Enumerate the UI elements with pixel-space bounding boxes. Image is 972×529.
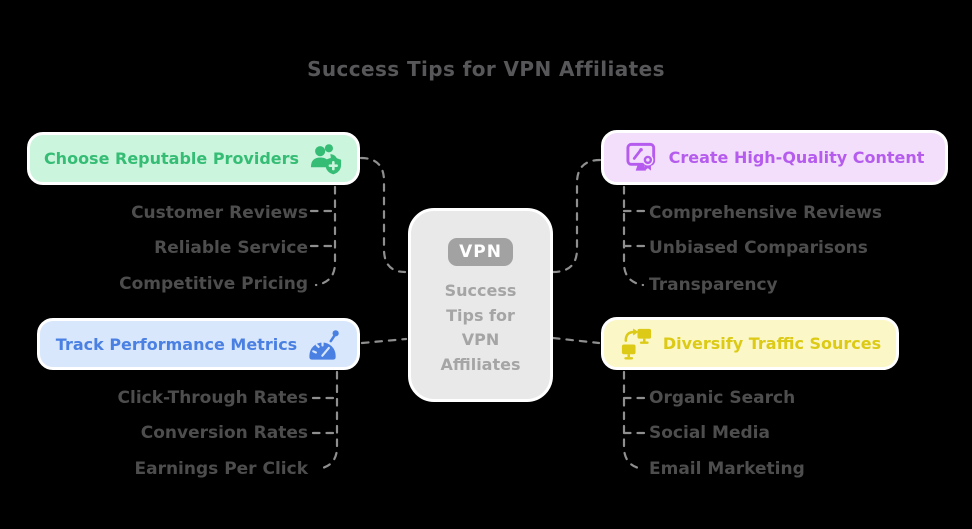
branch-node-diversify-traffic-sources: Diversify Traffic Sources: [601, 317, 899, 370]
sub-item-organic-search: Organic Search: [649, 388, 796, 408]
sub-item-conversion-rates: Conversion Rates: [140, 423, 308, 443]
page-title: Success Tips for VPN Affiliates: [307, 57, 665, 81]
connector-traffic-subtree: [622, 370, 645, 471]
user-group-shield-plus-icon: [310, 144, 342, 175]
connector-metrics-to-center: [360, 337, 408, 345]
sub-item-transparency: Transparency: [649, 275, 778, 295]
connector-metrics-subtree: [316, 370, 339, 471]
branch-label: Choose Reputable Providers: [43, 149, 300, 168]
branch-node-track-performance-metrics: Track Performance Metrics: [37, 318, 360, 370]
sub-item-comprehensive-reviews: Comprehensive Reviews: [649, 203, 883, 223]
monitor-pen-award-icon: [626, 142, 655, 171]
branch-label: Track Performance Metrics: [55, 334, 298, 354]
center-title-line-2: Tips for: [446, 305, 515, 325]
gauge-icon: [309, 329, 339, 360]
connector-traffic-to-center: [551, 336, 601, 345]
center-node: VPN Success Tips for VPN Affiliates: [408, 208, 553, 402]
sub-item-email-marketing: Email Marketing: [649, 459, 805, 479]
center-title-line-1: Success: [444, 281, 517, 300]
branch-label: Create High-Quality Content: [668, 148, 925, 167]
connector-content-subtree: [622, 185, 645, 287]
sub-item-customer-reviews: Customer Reviews: [131, 203, 308, 223]
dual-monitors-sync-icon: [621, 328, 651, 360]
sub-item-competitive-pricing: Competitive Pricing: [119, 274, 308, 294]
connector-content-to-center: [551, 158, 602, 274]
sub-item-unbiased-comparisons: Unbiased Comparisons: [649, 238, 868, 258]
connector-providers-to-center: [359, 156, 407, 274]
center-title-line-3: VPN: [461, 330, 500, 349]
branch-label: Diversify Traffic Sources: [662, 334, 882, 353]
center-title-line-4: Affiliates: [440, 354, 521, 374]
sub-item-earnings-per-click: Earnings Per Click: [134, 459, 308, 479]
center-node-title: Success Tips for VPN Affiliates: [440, 279, 520, 377]
sub-item-social-media: Social Media: [649, 423, 770, 443]
sub-item-click-through-rates: Click-Through Rates: [117, 388, 308, 408]
sub-item-reliable-service: Reliable Service: [154, 238, 308, 258]
branch-node-create-high-quality-content: Create High-Quality Content: [601, 130, 948, 185]
connector-providers-subtree: [314, 185, 337, 287]
vpn-badge: VPN: [448, 238, 513, 266]
branch-node-choose-reputable-providers: Choose Reputable Providers: [27, 132, 360, 185]
